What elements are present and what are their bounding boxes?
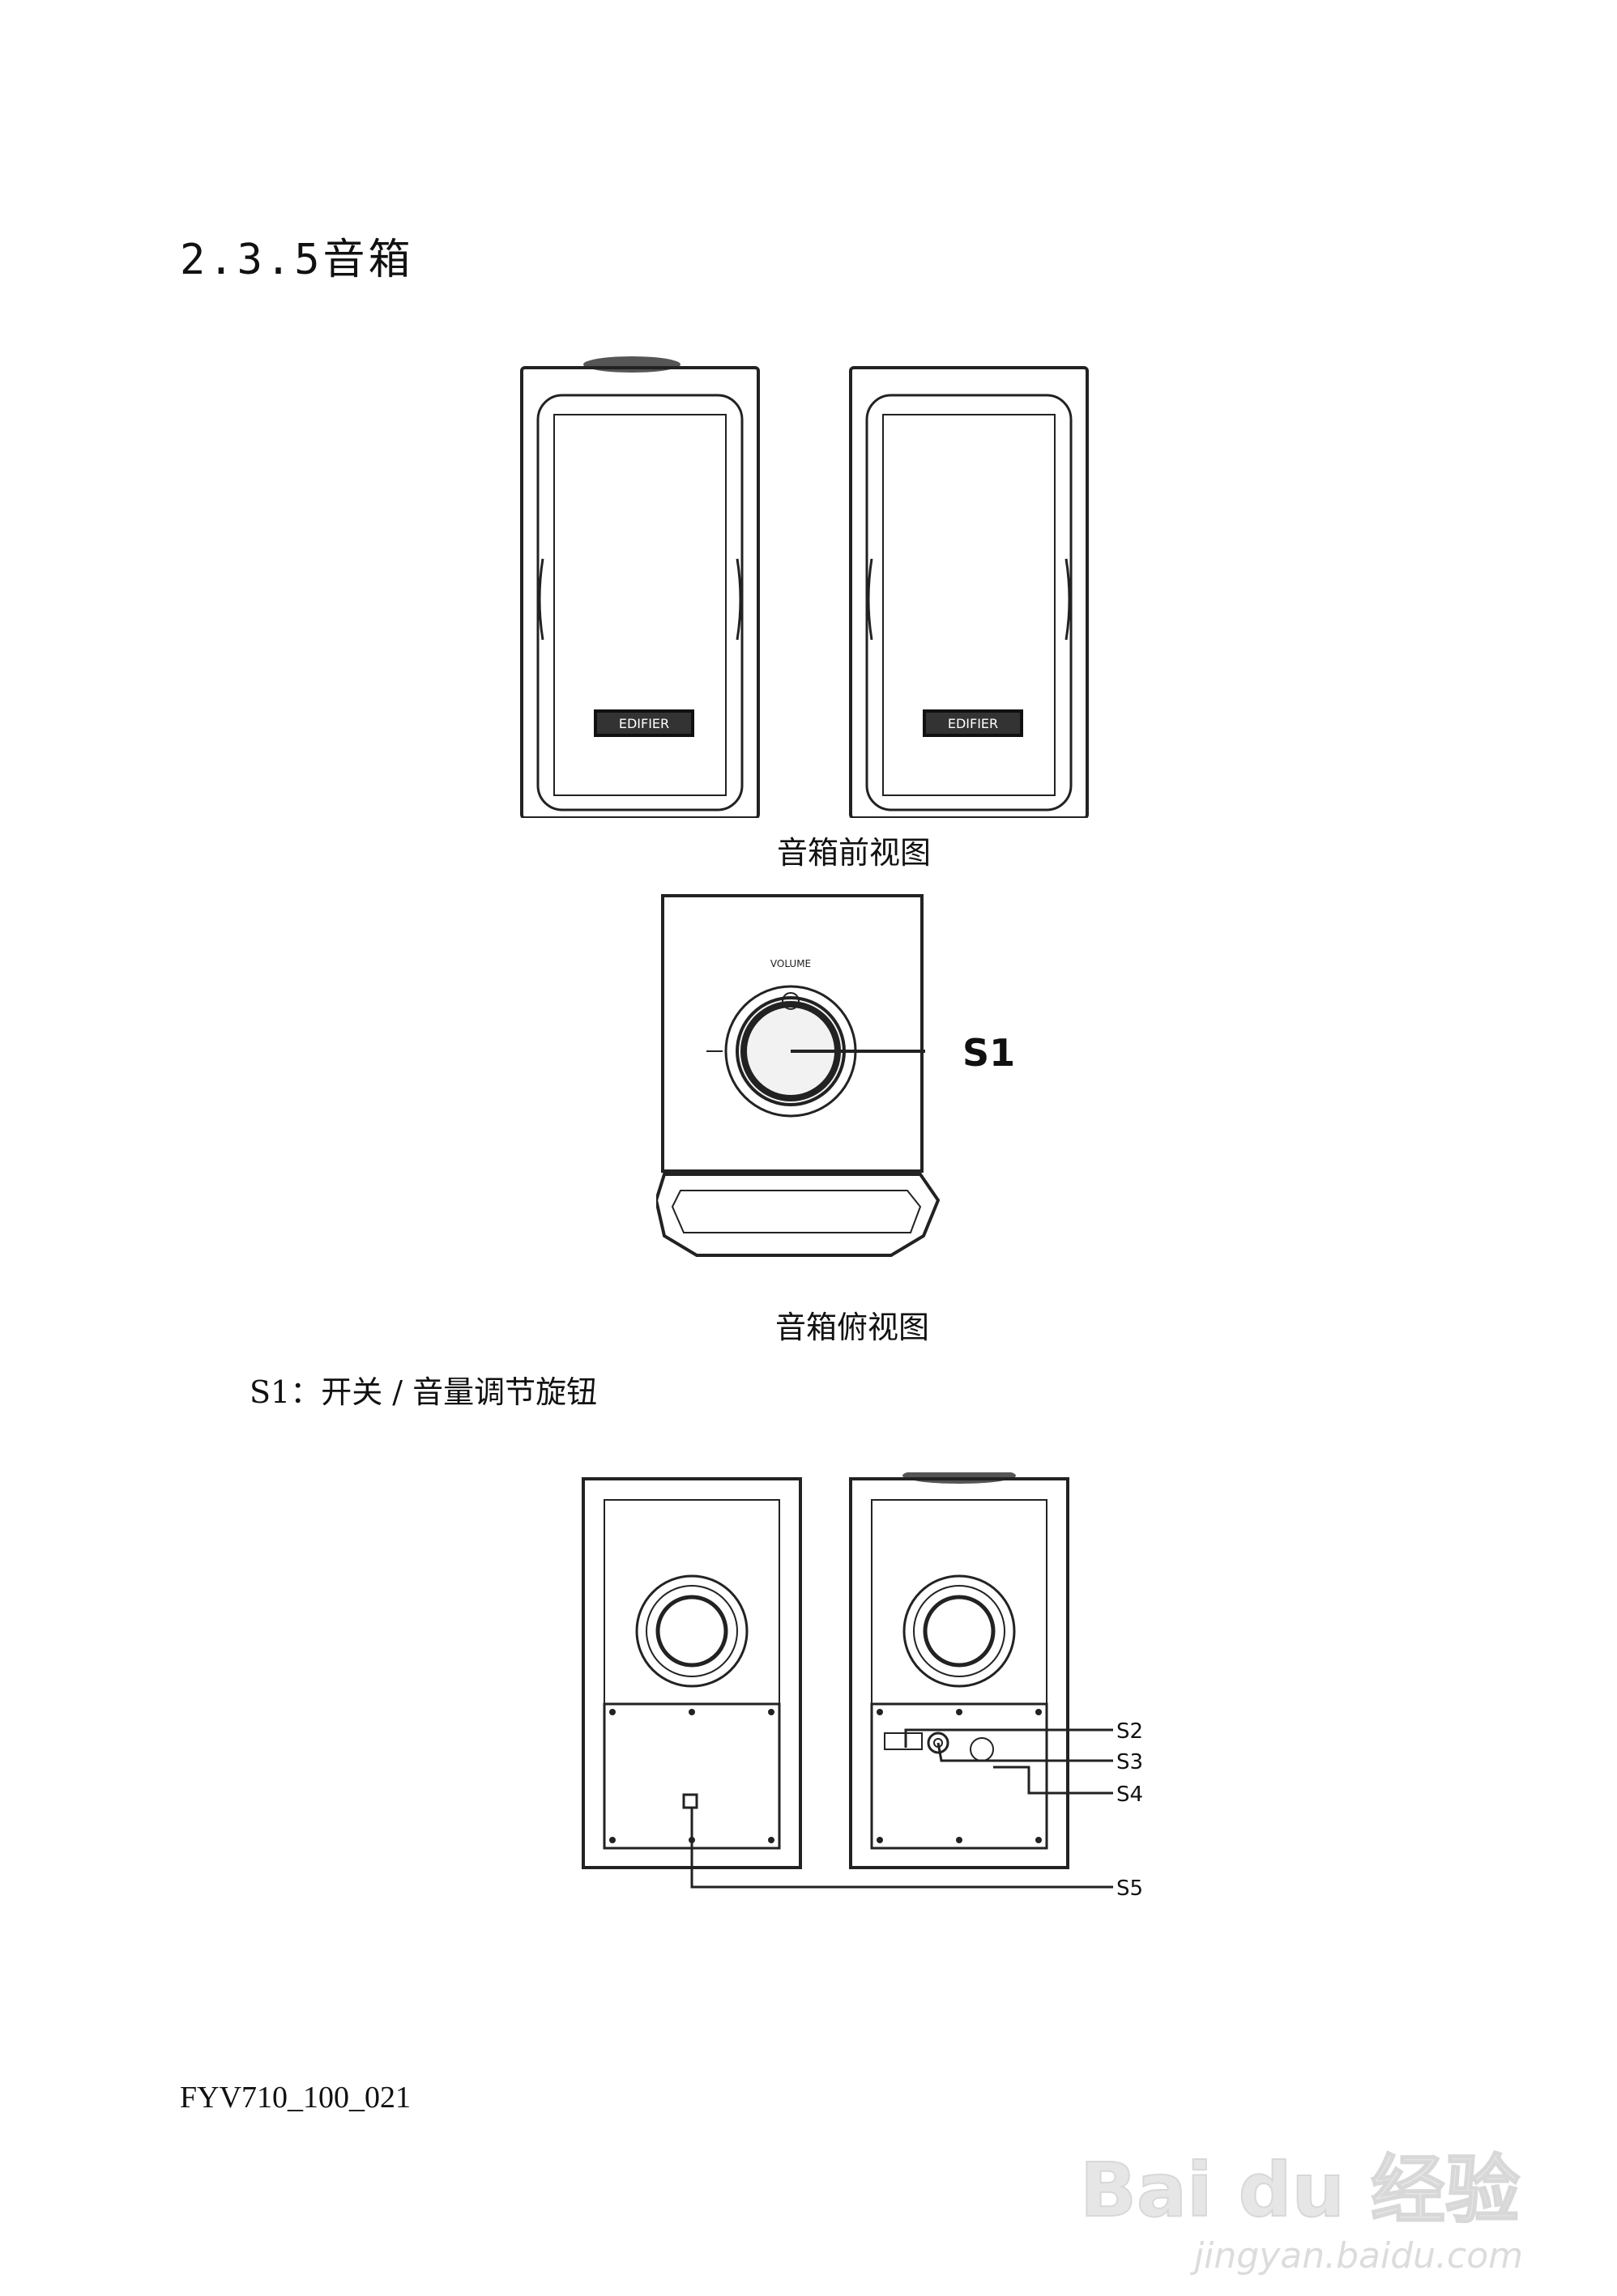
s4-jack (970, 1737, 994, 1761)
rear-leader-lines (690, 1728, 1113, 1889)
document-footer-code: FYV710_100_021 (180, 2081, 412, 2115)
left-speaker-front: EDIFIER (520, 356, 760, 818)
s2-port (884, 1732, 923, 1750)
front-view-caption: 音箱前视图 (776, 835, 931, 871)
front-badge-right: EDIFIER (948, 716, 998, 731)
speaker-rear-view-figure: S2 S3 S4 S5 (582, 1472, 1143, 1901)
right-speaker-front: EDIFIER (849, 366, 1089, 818)
s3-jack (927, 1732, 949, 1754)
s2-label: S2 (1116, 1719, 1143, 1744)
front-badge-left: EDIFIER (619, 716, 669, 731)
s5-port (682, 1793, 698, 1809)
s3-label: S3 (1116, 1750, 1143, 1774)
top-panel (661, 894, 924, 1173)
s4-label: S4 (1116, 1783, 1143, 1807)
s5-label: S5 (1116, 1876, 1143, 1901)
baidu-watermark-logo: Bai du 经验 (1079, 2146, 1521, 2234)
knob-marking: VOLUME (770, 958, 811, 969)
top-view-caption: 音箱俯视图 (774, 1310, 929, 1345)
speaker-front-view-figure: EDIFIER EDIFIER (520, 356, 1089, 818)
right-speaker-rear (849, 1472, 1069, 1869)
s1-label: S1 (962, 1031, 1015, 1075)
speaker-base (656, 1173, 941, 1257)
speaker-top-view-figure: VOLUME S1 (656, 894, 1015, 1257)
baidu-watermark-url: jingyan.baidu.com (1193, 2235, 1523, 2277)
s1-description: S1：开关 / 音量调节旋钮 (250, 1374, 598, 1410)
section-heading: 2.3.5音箱 (180, 236, 414, 284)
